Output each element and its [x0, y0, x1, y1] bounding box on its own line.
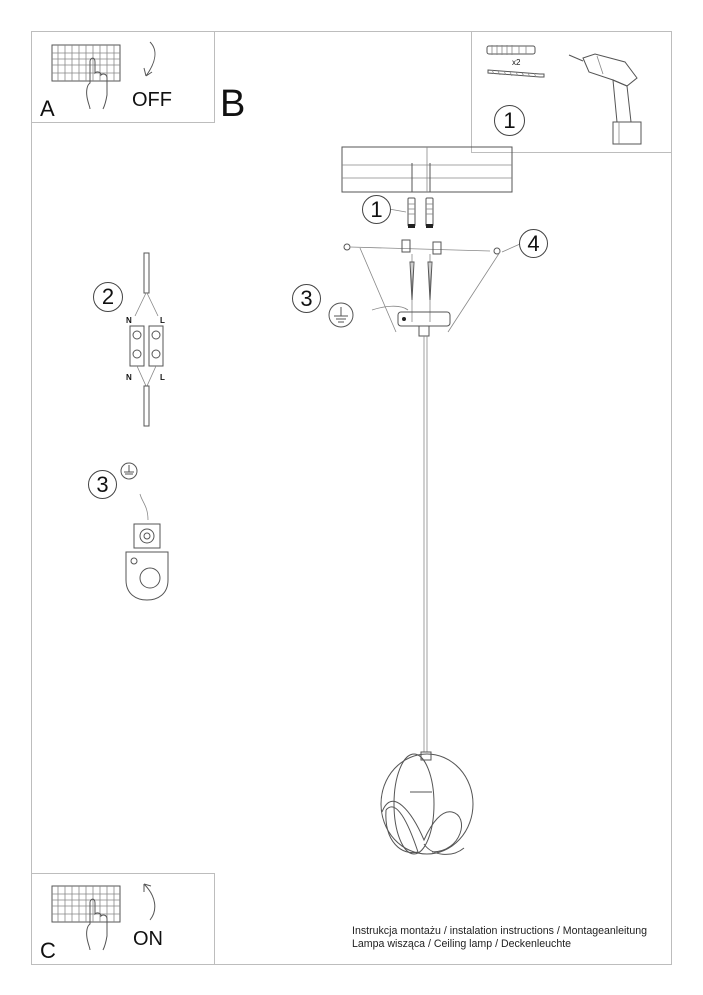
screw-icon	[487, 69, 545, 78]
quantity-label: x2	[512, 58, 521, 67]
page-frame	[31, 31, 672, 965]
drill-icon	[568, 53, 642, 145]
hand-icon	[86, 57, 108, 110]
callout-1-plugs: 1	[362, 195, 391, 224]
ceiling-illustration	[341, 146, 513, 193]
caption-line-2: Lampa wisząca / Ceiling lamp / Deckenleu…	[352, 938, 572, 950]
callout-3-ground: 3	[292, 284, 321, 313]
panel-label: A	[40, 96, 55, 121]
terminal-block-icon	[129, 252, 164, 427]
caption-line-1: Instrukcja montażu / instalation instruc…	[352, 925, 648, 937]
switch-action-text: OFF	[132, 89, 172, 111]
leader-line-4	[501, 243, 521, 253]
panel-label: C	[40, 938, 56, 963]
panel-c-switch-on: C ON	[31, 873, 215, 965]
callout-2-wiring: 2	[93, 282, 123, 312]
ground-connector-icon	[120, 462, 169, 601]
pendant-cable	[423, 336, 428, 752]
ground-symbol-icon	[328, 302, 354, 328]
panel-tools: x2 1	[471, 31, 672, 153]
wall-plug-icon	[486, 45, 536, 55]
document-caption: Instrukcja montażu / instalation instruc…	[352, 925, 647, 951]
arrow-down-icon	[143, 41, 156, 77]
arrow-up-icon	[143, 883, 156, 921]
lamp-shade-illustration	[380, 751, 474, 855]
callout-1-tools: 1	[494, 105, 525, 136]
breaker-panel-icon	[51, 44, 121, 110]
wire-label-n-top: N	[126, 316, 132, 325]
leader-line-1	[388, 208, 407, 213]
callout-4-screw: 4	[519, 229, 548, 258]
hand-icon	[86, 898, 108, 951]
callout-3-ground-detail: 3	[88, 470, 117, 499]
panel-a-switch-off: A OFF	[31, 31, 215, 123]
panel-b-label: B	[220, 83, 246, 125]
wall-plugs-icon	[407, 197, 434, 228]
wire-label-l-bottom: L	[160, 373, 165, 382]
wire-label-l-top: L	[160, 316, 165, 325]
breaker-panel-icon	[51, 885, 121, 951]
switch-action-text: ON	[133, 928, 163, 950]
wire-label-n-bottom: N	[126, 373, 132, 382]
mounting-bracket-canopy	[343, 239, 501, 337]
